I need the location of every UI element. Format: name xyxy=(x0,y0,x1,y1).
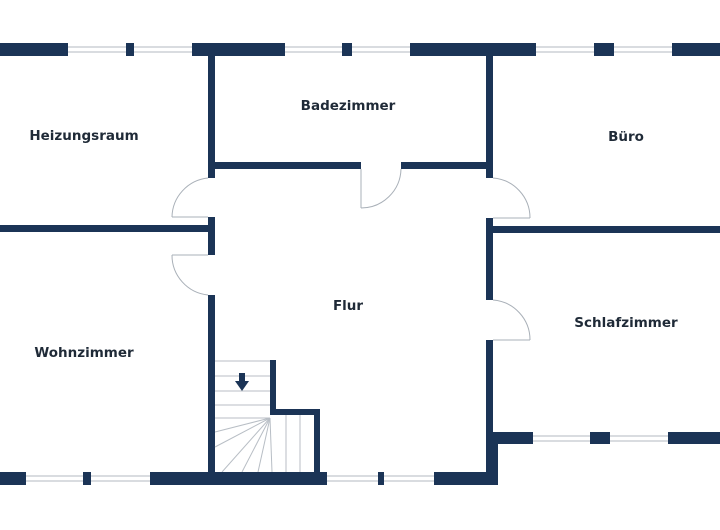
window-bottom-2 xyxy=(91,475,150,482)
window-bottom-6 xyxy=(610,435,668,442)
door-schlafzimmer xyxy=(492,299,531,341)
room-label-heizungsraum: Heizungsraum xyxy=(29,128,138,144)
stair-enclosure xyxy=(270,360,320,475)
room-label-buero: Büro xyxy=(608,129,644,145)
wall-right-vertical-lower xyxy=(486,340,493,445)
window-bottom-4 xyxy=(384,475,434,482)
window-top-4 xyxy=(352,46,410,53)
wall-right-vertical-upper xyxy=(486,56,493,178)
arrow-down-icon xyxy=(235,373,249,391)
wall-left-vertical-middle xyxy=(208,217,215,255)
room-label-wohnzimmer: Wohnzimmer xyxy=(34,345,134,361)
door-badezimmer xyxy=(360,168,402,209)
exterior-wall-top xyxy=(0,43,720,56)
room-label-schlafzimmer: Schlafzimmer xyxy=(574,315,678,331)
wall-bad-bottom-left xyxy=(208,162,361,169)
window-top-3 xyxy=(285,46,342,53)
exterior-wall-bottom xyxy=(0,432,720,485)
door-wohnzimmer xyxy=(171,254,209,296)
window-top-2 xyxy=(134,46,192,53)
wall-left-vertical-upper xyxy=(208,56,215,178)
room-label-flur: Flur xyxy=(333,298,363,314)
room-label-badezimmer: Badezimmer xyxy=(301,98,396,114)
wall-bad-bottom-right xyxy=(401,162,493,169)
wall-right-vertical-middle xyxy=(486,218,493,300)
wall-heizung-wohnzimmer xyxy=(0,225,215,232)
wall-buero-schlafzimmer xyxy=(486,226,720,233)
staircase xyxy=(214,360,301,473)
window-bottom-1 xyxy=(26,475,83,482)
window-bottom-3 xyxy=(327,475,378,482)
wall-left-vertical-lower xyxy=(208,295,215,472)
window-top-5 xyxy=(536,46,594,53)
door-buero xyxy=(492,177,531,219)
door-heizungsraum xyxy=(171,177,209,218)
window-top-6 xyxy=(614,46,672,53)
window-top-1 xyxy=(68,46,126,53)
window-bottom-5 xyxy=(533,435,590,442)
